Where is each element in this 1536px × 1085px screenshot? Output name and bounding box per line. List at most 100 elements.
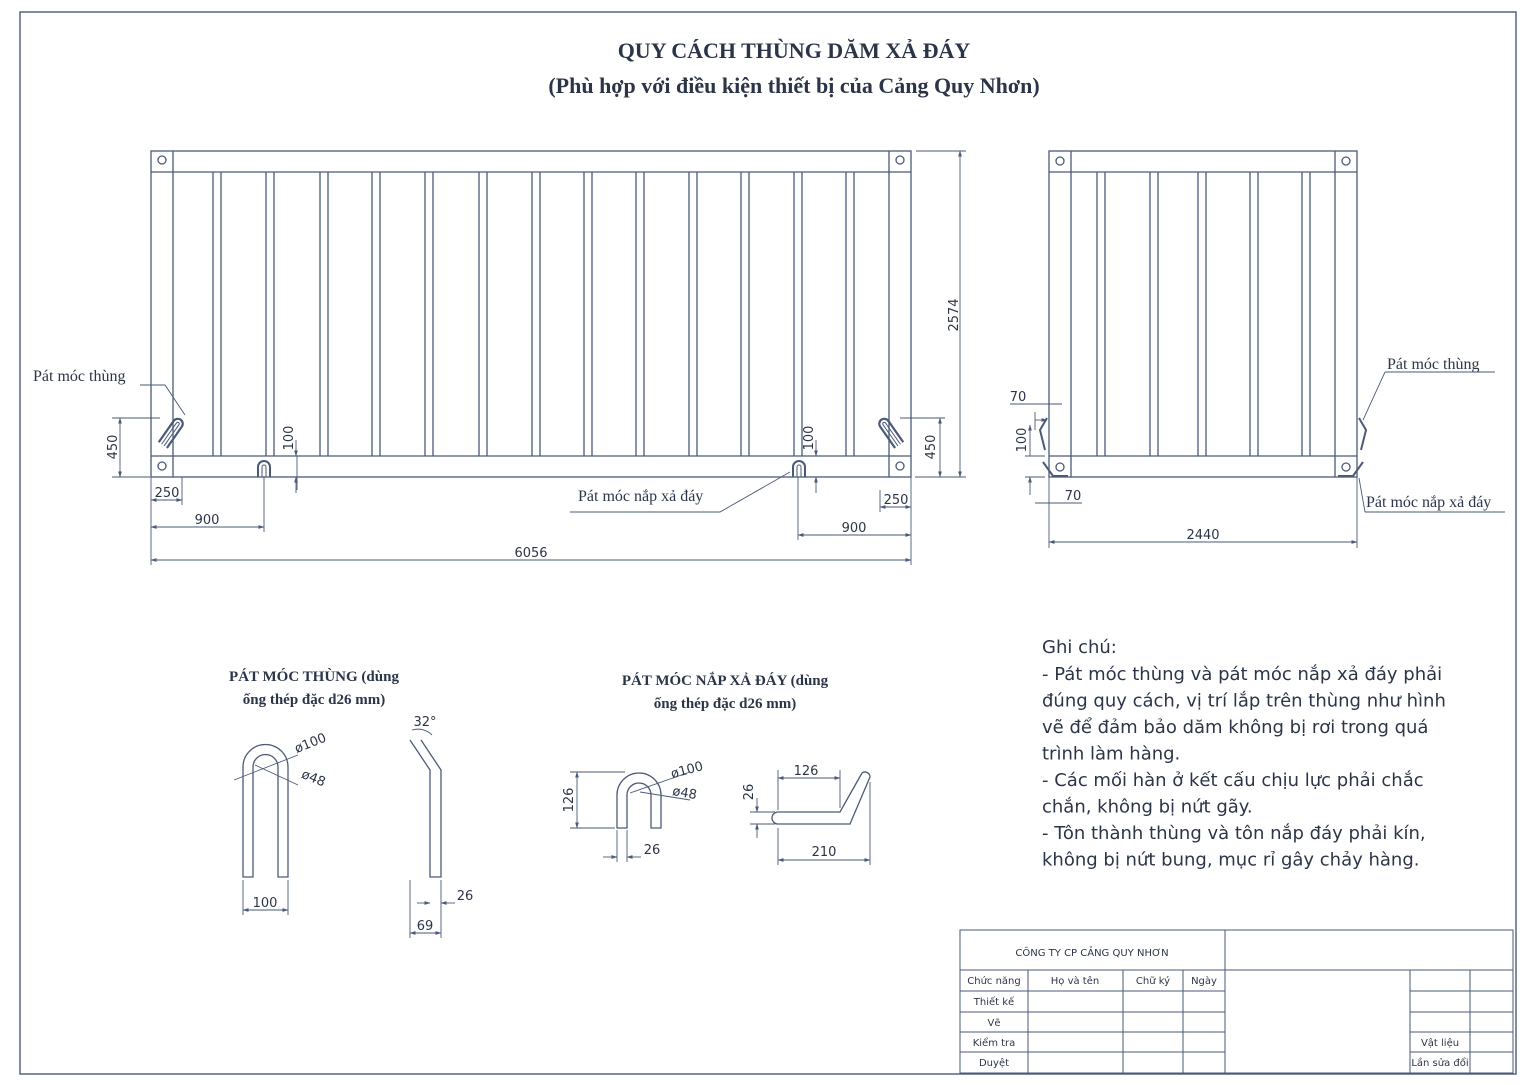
detail-lid-hook-dimension-text: ø100 ø48 126 26 126 26 210 [562, 759, 836, 860]
material-label: Vật liệu [1421, 1037, 1459, 1049]
header-signature: Chữ ký [1136, 975, 1170, 987]
dim-hook-offset: 69 [417, 919, 434, 934]
lid-hook-icon [257, 460, 271, 477]
title-block-text: CÔNG TY CP CẢNG QUY NHƠN Chức năng Họ và… [967, 945, 1468, 1069]
header-function: Chức năng [967, 975, 1021, 987]
detail-hook-dimensions [233, 754, 455, 938]
corner-casting-icon [157, 155, 167, 165]
dim-offset-right: 900 [842, 521, 867, 536]
dim-width: 2440 [1186, 528, 1219, 543]
dim-lid-height: 126 [562, 788, 577, 813]
dim-edge-right: 250 [884, 493, 909, 508]
notes-heading: Ghi chú: [1042, 637, 1117, 658]
container-hook-icon [157, 417, 184, 449]
side-view-dimension-text: 2574 450 450 100 100 250 250 900 900 605… [106, 298, 962, 561]
corner-casting-icon [895, 155, 905, 165]
row-approve: Duyệt [979, 1057, 1009, 1069]
end-view-outline [1048, 150, 1358, 478]
container-hook-icon [1038, 417, 1048, 451]
corner-casting-icon [1341, 462, 1351, 472]
dim-offset-left: 900 [195, 513, 220, 528]
header-date: Ngày [1191, 975, 1217, 987]
note-line: không bị nứt bung, mục rỉ gây chảy hàng. [1042, 850, 1419, 871]
page-title: QUY CÁCH THÙNG DĂM XẢ ĐÁY [618, 38, 971, 63]
dim-lid-hook-left: 100 [282, 426, 297, 451]
side-corrugation-ribs [212, 172, 855, 456]
angled-hook-profile [409, 739, 442, 878]
dim-hook-height-left: 450 [106, 435, 121, 460]
side-view-outline [150, 150, 912, 478]
corner-casting-icon [1055, 156, 1065, 166]
note-line: - Các mối hàn ở kết cấu chịu lực phải ch… [1042, 770, 1424, 791]
detail-hook-dimension-text: ø100 ø48 100 32° 26 69 [253, 715, 474, 934]
page-subtitle: (Phù hợp với điều kiện thiết bị của Cảng… [548, 73, 1039, 98]
dim-hook-bar: 26 [457, 889, 474, 904]
note-line: - Tôn thành thùng và tôn nắp đáy phải kí… [1042, 823, 1426, 844]
end-corrugation-ribs [1096, 172, 1311, 456]
dim-edge-left: 250 [155, 486, 180, 501]
notes-lines: - Pát móc thùng và pát móc nắp xả đáy ph… [1042, 664, 1446, 871]
detail-hook-subtitle: ống thép đặc d26 mm) [243, 692, 386, 708]
label-end-lid-hook: Pát móc nắp xả đáy [1366, 494, 1491, 511]
end-view-dimensions [1010, 371, 1505, 548]
container-hook-icon [878, 417, 905, 449]
corner-casting-icon [1341, 156, 1351, 166]
dim-lid-bar: 26 [644, 843, 661, 858]
dim-height: 2574 [947, 298, 962, 331]
end-view [1038, 150, 1368, 478]
note-line: - Pát móc thùng và pát móc nắp xả đáy ph… [1042, 664, 1442, 685]
detail-lid-hook-title: PÁT MÓC NẮP XẢ ĐÁY (dùng [622, 672, 829, 689]
dim-hook-angle: 32° [413, 715, 436, 730]
lid-u-hook-outer [616, 772, 662, 829]
header-name: Họ và tên [1051, 975, 1099, 987]
side-view [150, 150, 912, 478]
title-block [959, 929, 1514, 1074]
lid-hook-icon [261, 464, 267, 477]
dim-length: 6056 [514, 546, 547, 561]
dim-lid-outer-dia: ø100 [669, 759, 705, 782]
detail-hook-title: PÁT MÓC THÙNG (dùng [229, 668, 399, 685]
corner-casting-icon [1055, 462, 1065, 472]
company-name: CÔNG TY CP CẢNG QUY NHƠN [1015, 945, 1168, 959]
dim-lid-top: 126 [794, 764, 819, 779]
label-container-hook: Pát móc thùng [33, 368, 125, 385]
note-line: đúng quy cách, vị trí lắp trên thùng như… [1042, 691, 1446, 712]
lid-hook-icon [1338, 461, 1364, 477]
corner-casting-icon [157, 461, 167, 471]
note-line: vẽ để đảm bảo dăm không bị rơi trong quá [1042, 717, 1428, 738]
container-hook-icon [1358, 417, 1368, 451]
detail-lid-hook-subtitle: ống thép đặc d26 mm) [654, 696, 797, 712]
u-hook-outer [242, 743, 289, 878]
lid-angled-profile [771, 771, 871, 825]
sheet-border [19, 11, 1517, 1075]
note-line: chắn, không bị nứt gãy. [1042, 797, 1253, 818]
dim-bottom-70: 70 [1065, 489, 1082, 504]
detail-hook-drawing [242, 728, 442, 878]
side-view-dimensions [112, 150, 966, 565]
lid-hook-icon [796, 464, 802, 477]
dim-hook-inner-dia: ø48 [299, 767, 327, 790]
dim-lid-length: 210 [812, 845, 837, 860]
dim-top-70: 70 [1010, 390, 1027, 405]
revision-label: Lần sửa đổi [1411, 1056, 1468, 1069]
row-design: Thiết kế [973, 996, 1015, 1008]
dim-lid-inner-dia: ø48 [671, 784, 698, 803]
corner-casting-icon [895, 461, 905, 471]
dim-hook-height-right: 450 [924, 435, 939, 460]
label-end-container-hook: Pát móc thùng [1387, 356, 1479, 373]
dim-lid-thick: 26 [742, 784, 757, 801]
lid-hook-icon [1042, 461, 1068, 477]
dim-hook-width: 100 [253, 896, 278, 911]
end-view-dimension-text: 70 100 70 2440 [1010, 390, 1220, 543]
row-check: Kiểm tra [973, 1036, 1016, 1049]
row-draw: Vẽ [988, 1018, 1001, 1029]
dim-height-100: 100 [1015, 428, 1030, 453]
dim-hook-outer-dia: ø100 [293, 731, 329, 757]
lid-hook-icon [792, 460, 806, 477]
angle-arc [411, 728, 433, 736]
detail-lid-hook-dimensions [570, 770, 871, 865]
dim-lid-hook-right: 100 [802, 426, 817, 451]
label-lid-hook: Pát móc nắp xả đáy [578, 488, 703, 505]
note-line: trình làm hàng. [1042, 744, 1180, 765]
